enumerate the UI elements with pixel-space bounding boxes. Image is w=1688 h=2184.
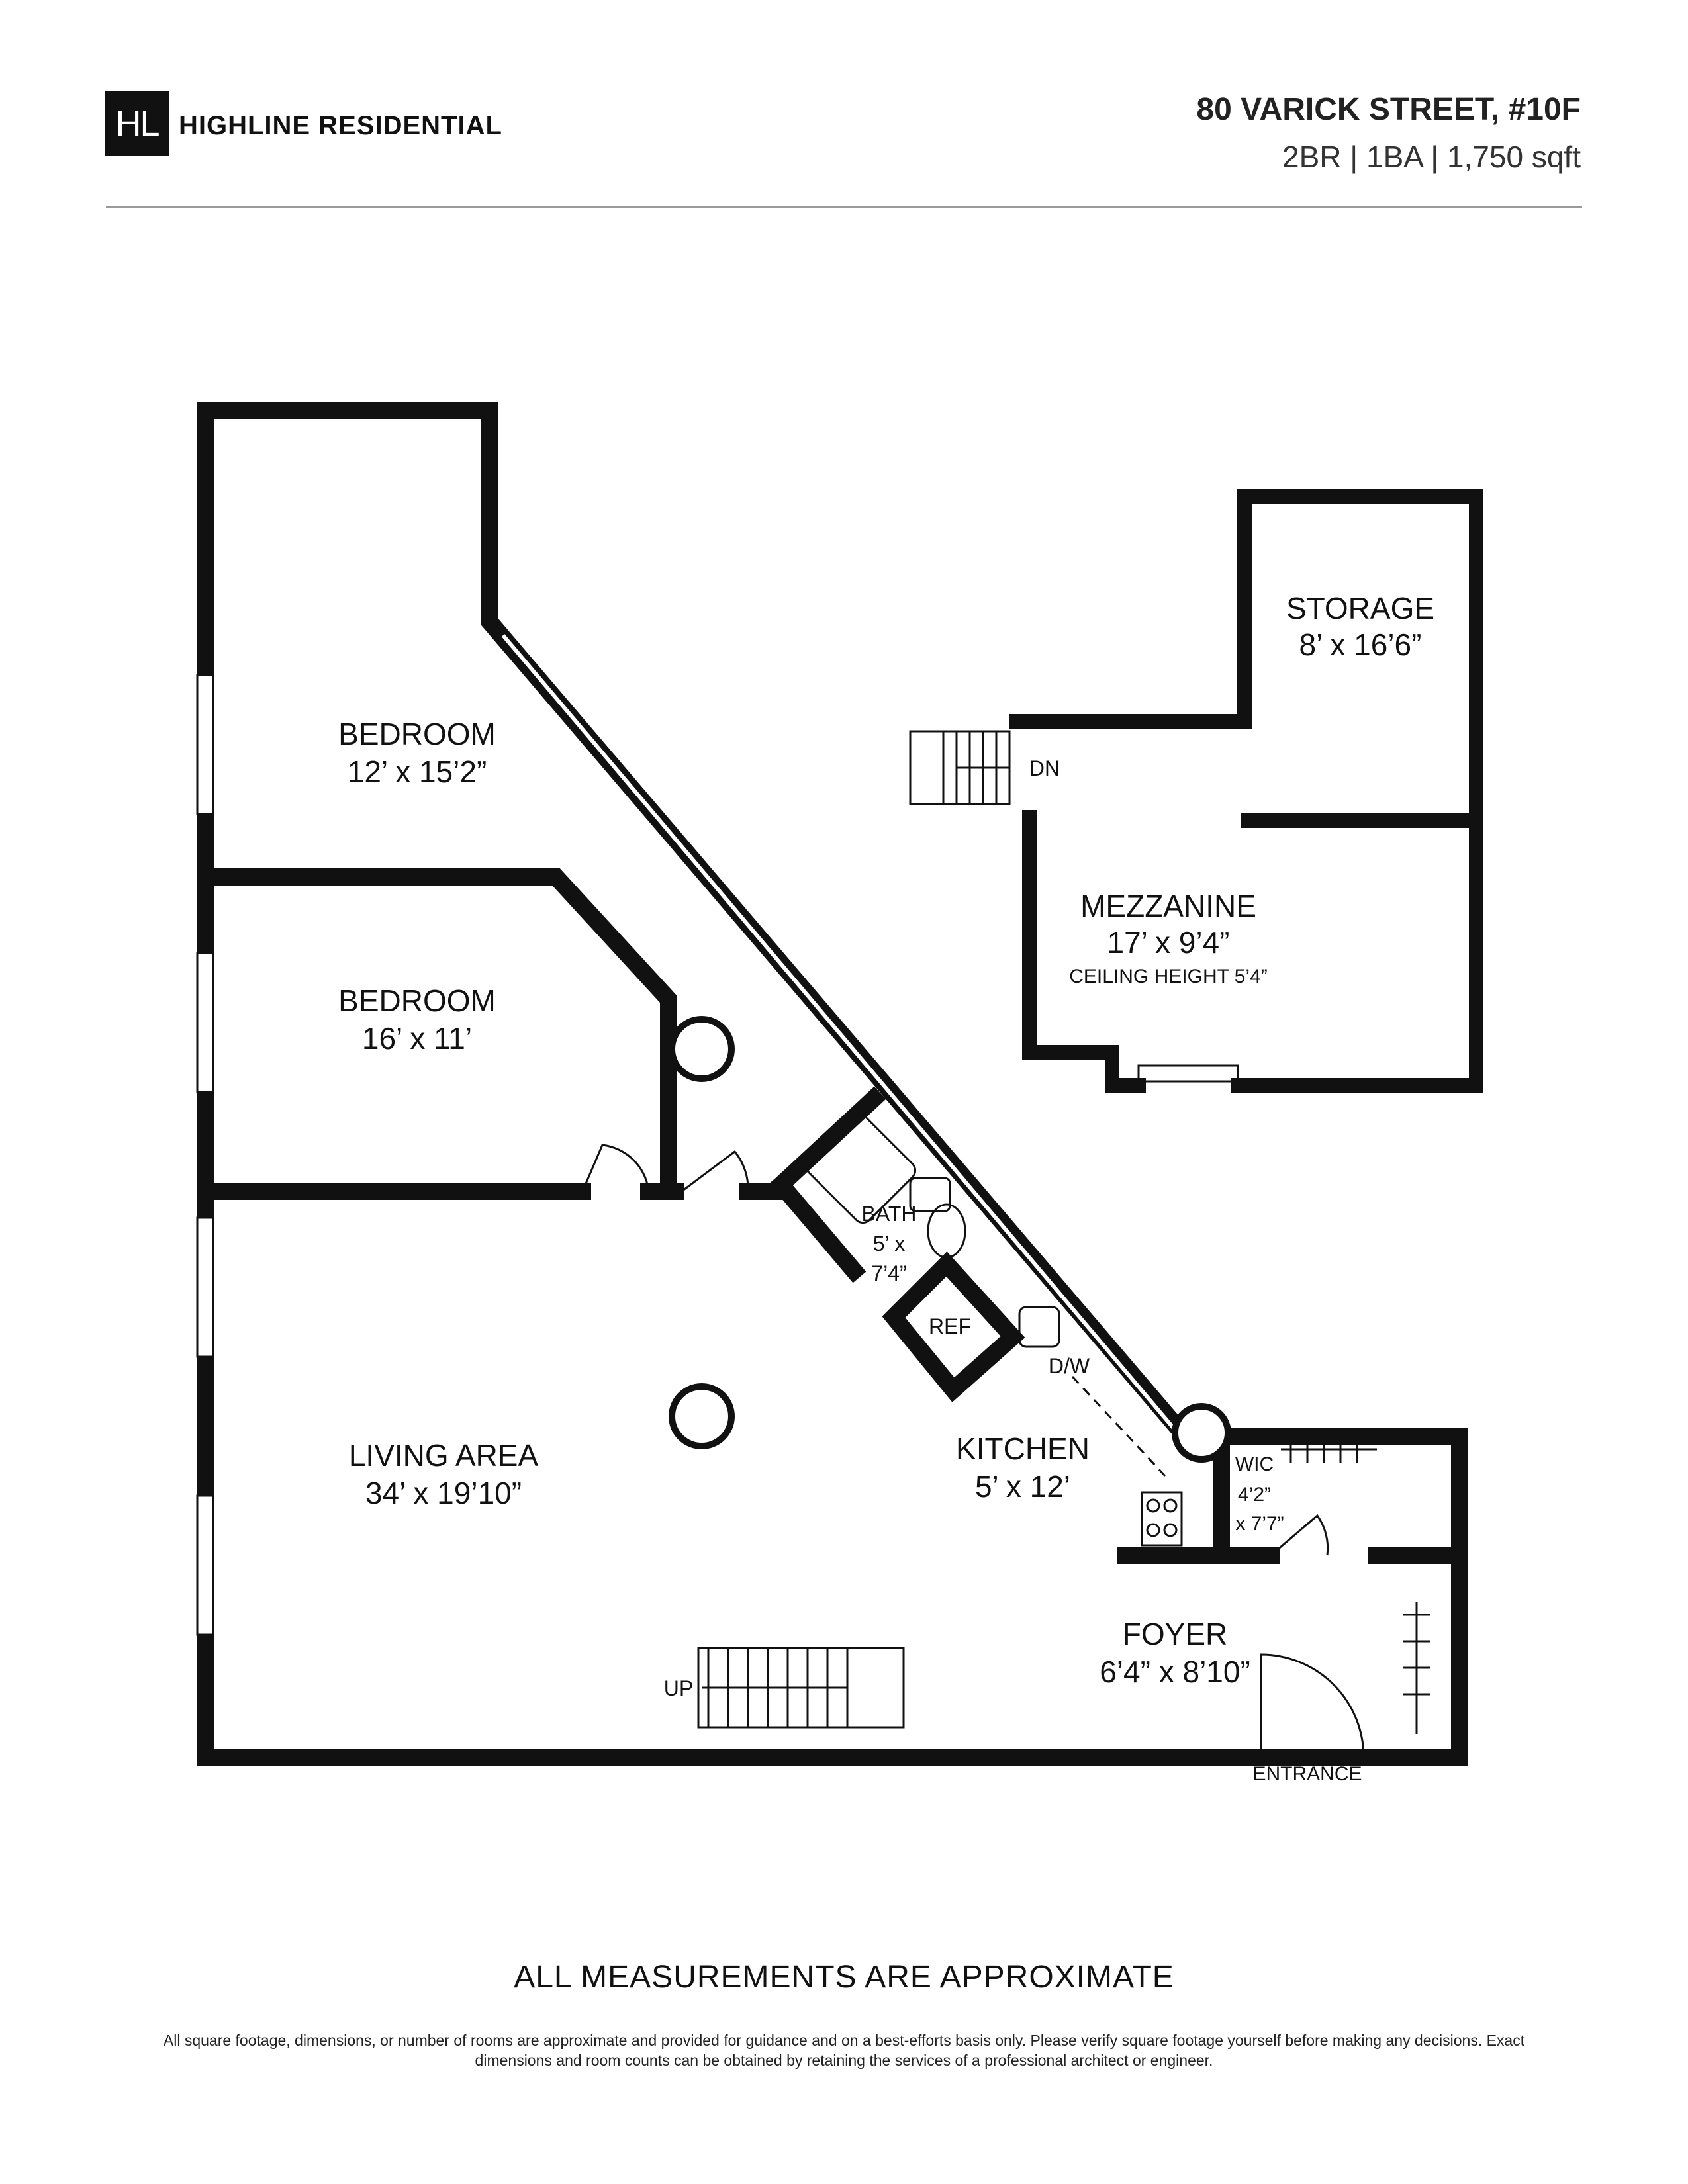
logo-mark: HL bbox=[115, 104, 160, 144]
mezzanine-walls bbox=[1009, 489, 1483, 1093]
measurements-notice: ALL MEASUREMENTS ARE APPROXIMATE bbox=[514, 1960, 1174, 1995]
door-swing-bedroom2 bbox=[581, 1144, 650, 1192]
diagonal-wall-inner bbox=[501, 634, 1194, 1451]
kitchen-dims: 5’ x 12’ bbox=[975, 1469, 1070, 1504]
bedroom-divider-wall bbox=[197, 868, 677, 1200]
door-swing-wic bbox=[1270, 1514, 1329, 1557]
bedroom2-dims: 16’ x 11’ bbox=[362, 1021, 472, 1056]
dw-label: D/W bbox=[1049, 1354, 1090, 1378]
wic-dims-2: x 7’7” bbox=[1235, 1513, 1284, 1535]
door-swing-bedroom1 bbox=[681, 1150, 749, 1193]
logo: HL bbox=[105, 91, 169, 156]
bath-dims-1: 5’ x bbox=[873, 1232, 906, 1255]
room-labels: BEDROOM 12’ x 15’2” BEDROOM 16’ x 11’ ST… bbox=[338, 591, 1434, 1785]
column-kitchen bbox=[1172, 1403, 1231, 1463]
storage-outer-wall bbox=[1231, 489, 1483, 1093]
stair-down-label: DN bbox=[1029, 756, 1060, 780]
fixtures bbox=[581, 1112, 1430, 1758]
column-living bbox=[669, 1383, 735, 1449]
column-bedroom bbox=[669, 1016, 735, 1082]
bedroom1-name: BEDROOM bbox=[338, 717, 496, 751]
window-living2 bbox=[196, 1494, 214, 1636]
outer-wall bbox=[197, 402, 1468, 1766]
bedroom2-name: BEDROOM bbox=[338, 983, 496, 1018]
entrance-label: ENTRANCE bbox=[1252, 1763, 1362, 1785]
storage-name: STORAGE bbox=[1286, 591, 1434, 625]
door-swing-entrance bbox=[1260, 1653, 1365, 1758]
living-name: LIVING AREA bbox=[349, 1438, 539, 1473]
storage-dims: 8’ x 16’6” bbox=[1299, 627, 1422, 662]
window-bedroom2 bbox=[196, 952, 214, 1093]
columns bbox=[669, 1016, 1231, 1463]
kitchen-name: KITCHEN bbox=[956, 1432, 1090, 1466]
mezzanine-name: MEZZANINE bbox=[1080, 889, 1256, 923]
window-living1 bbox=[196, 1216, 214, 1358]
window-bedroom1 bbox=[196, 674, 214, 815]
bathtub bbox=[804, 1112, 917, 1224]
sink bbox=[909, 1177, 951, 1212]
closet-rod-foyer bbox=[1403, 1602, 1430, 1734]
bath-dims-2: 7’4” bbox=[871, 1261, 906, 1285]
wic-dims-1: 4’2” bbox=[1238, 1484, 1271, 1506]
living-dims: 34’ x 19’10” bbox=[365, 1476, 522, 1510]
mezzanine-dims: 17’ x 9’4” bbox=[1107, 925, 1230, 960]
disclaimer-text: All square footage, dimensions, or numbe… bbox=[163, 2032, 1525, 2069]
stair-up-label: UP bbox=[664, 1676, 693, 1700]
toilet bbox=[927, 1203, 966, 1259]
mezzanine-outer-wall bbox=[1022, 810, 1146, 1093]
listing-address: 80 VARICK STREET, #10F bbox=[1196, 92, 1581, 127]
dishwasher-line bbox=[1071, 1375, 1166, 1477]
bath-wall bbox=[769, 1086, 886, 1283]
stair-up bbox=[697, 1647, 905, 1729]
brand-name: HIGHLINE RESIDENTIAL bbox=[179, 111, 502, 140]
foyer-name: FOYER bbox=[1123, 1617, 1227, 1651]
bedroom1-dims: 12’ x 15’2” bbox=[348, 754, 487, 789]
header-divider bbox=[106, 206, 1582, 208]
closet-rod-wic bbox=[1281, 1436, 1377, 1463]
listing-specs: 2BR | 1BA | 1,750 sqft bbox=[1282, 140, 1581, 174]
mezzanine-note: CEILING HEIGHT 5’4” bbox=[1069, 966, 1268, 987]
ref-label: REF bbox=[929, 1314, 971, 1338]
stair-down bbox=[909, 730, 1011, 805]
stove bbox=[1141, 1491, 1183, 1547]
windows bbox=[196, 674, 1239, 1636]
kitchen-sink bbox=[1018, 1306, 1060, 1348]
window-mezzanine bbox=[1137, 1064, 1239, 1083]
wic-name: WIC bbox=[1235, 1453, 1274, 1475]
foyer-dims: 6’4” x 8’10” bbox=[1100, 1655, 1250, 1689]
bath-name: BATH bbox=[862, 1202, 917, 1226]
ref-wall bbox=[882, 1251, 1025, 1402]
